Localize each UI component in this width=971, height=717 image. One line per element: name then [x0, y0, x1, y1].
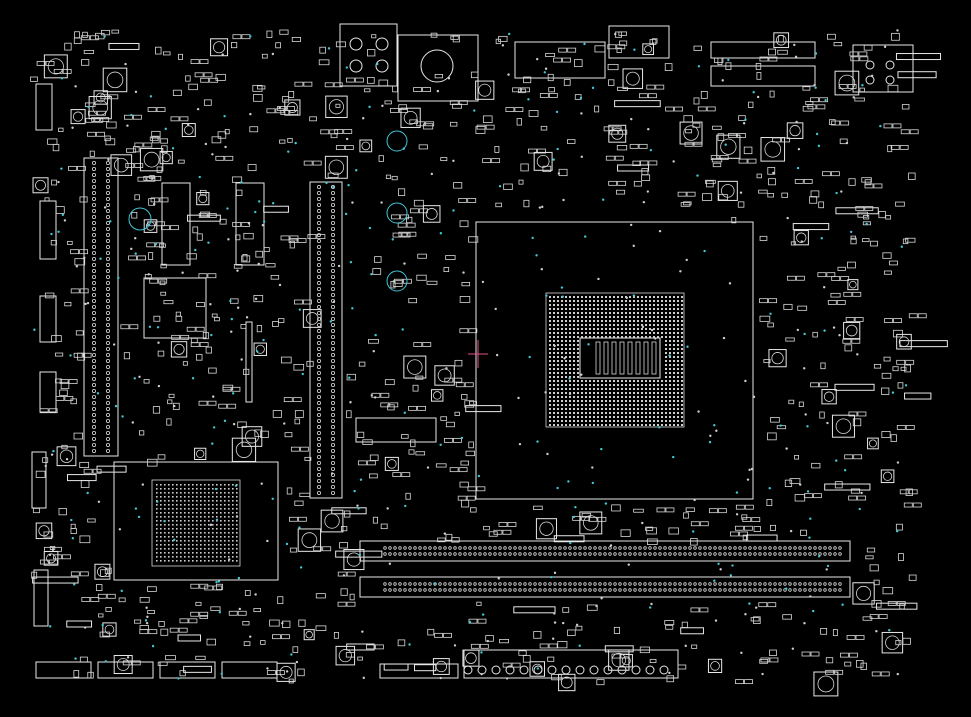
rear-io-connectors	[339, 23, 914, 102]
mounting-holes	[128, 130, 408, 292]
chipset-bga	[113, 461, 279, 581]
vias	[33, 29, 908, 680]
super-io-chip	[143, 277, 207, 339]
bottom-headers	[35, 649, 679, 679]
smd-components	[30, 29, 948, 697]
cpu-socket	[468, 221, 754, 500]
